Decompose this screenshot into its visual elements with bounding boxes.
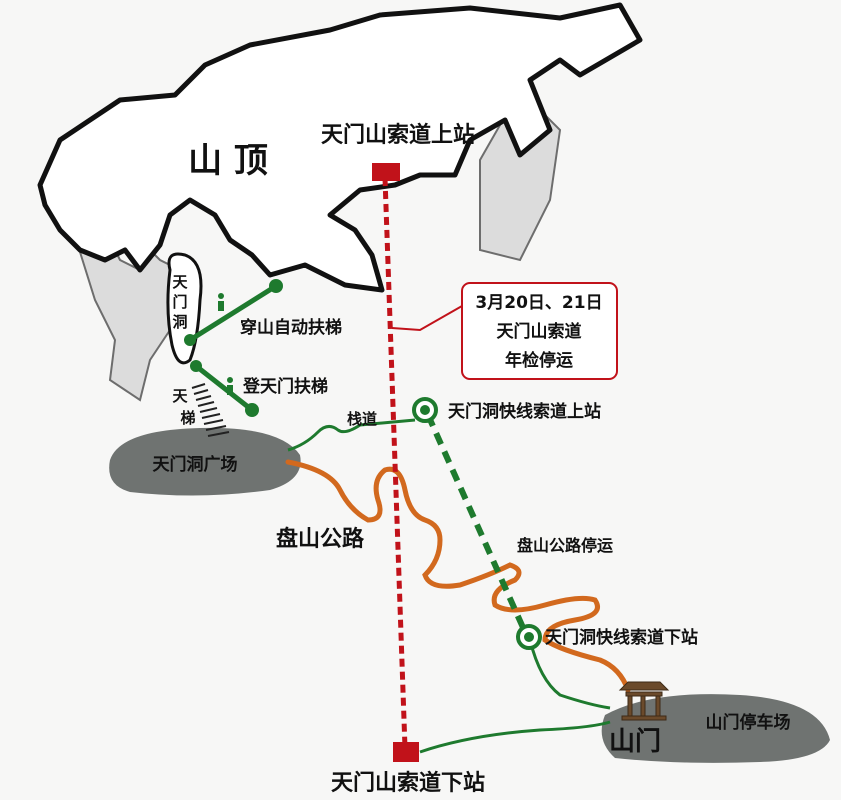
gate-pavilion-icon xyxy=(618,681,670,721)
ropeway-upper-label: 天门山索道上站 xyxy=(321,122,475,148)
notice-line-2: 天门山索道 xyxy=(497,321,582,342)
lower-path xyxy=(528,639,611,710)
express-lower-label: 天门洞快线索道下站 xyxy=(545,627,698,648)
plank-road xyxy=(287,418,416,452)
winding-road xyxy=(285,459,631,693)
gate-label: 山门 xyxy=(609,727,661,757)
gate-escalator-line xyxy=(194,364,254,412)
cave-escalator-line xyxy=(188,283,278,343)
gate-escalator-bottom-dot xyxy=(245,403,259,417)
express-ropeway-line xyxy=(425,413,528,634)
mountain-outline xyxy=(37,2,643,293)
ropeway-base-path xyxy=(419,720,611,754)
gate-escalator-label: 登天门扶梯 xyxy=(242,376,328,397)
ropeway-line xyxy=(382,177,408,749)
notice-line-1: 3月20日、21日 xyxy=(475,293,602,313)
cave-label-3: 洞 xyxy=(172,313,187,331)
ropeway-lower-label: 天门山索道下站 xyxy=(331,770,485,796)
escalator-person-icon xyxy=(218,293,233,395)
cave-square-label: 天门洞广场 xyxy=(153,454,238,475)
cave-square-plaza xyxy=(109,427,301,496)
express-upper-station-icon xyxy=(412,397,438,423)
road-notice-label: 盘山公路停运 xyxy=(517,536,613,555)
cave-label-1: 天 xyxy=(172,273,188,291)
cave-escalator-top-dot xyxy=(269,279,283,293)
notice-line-3: 年检停运 xyxy=(505,350,573,371)
cave-escalator-label: 穿山自动扶梯 xyxy=(240,317,342,338)
notice-pointer xyxy=(391,305,463,332)
summit-label: 山 顶 xyxy=(188,141,268,181)
notice-box xyxy=(461,282,618,380)
gate-escalator-top-dot xyxy=(190,360,202,372)
cave-escalator-bottom-dot xyxy=(184,334,196,346)
road-label: 盘山公路 xyxy=(276,526,365,552)
ropeway-upper-station xyxy=(372,163,400,181)
express-lower-station-icon xyxy=(516,624,542,650)
sky-ladder-label-2: 梯 xyxy=(180,409,195,427)
ropeway-lower-station xyxy=(393,742,419,762)
sky-ladder-steps xyxy=(191,383,230,437)
plank-road-label: 栈道 xyxy=(347,410,377,428)
parking-label: 山门停车场 xyxy=(706,712,791,733)
cave-label-2: 门 xyxy=(172,293,187,311)
express-upper-label: 天门洞快线索道上站 xyxy=(448,401,601,422)
sky-ladder-label-1: 天 xyxy=(172,387,188,405)
